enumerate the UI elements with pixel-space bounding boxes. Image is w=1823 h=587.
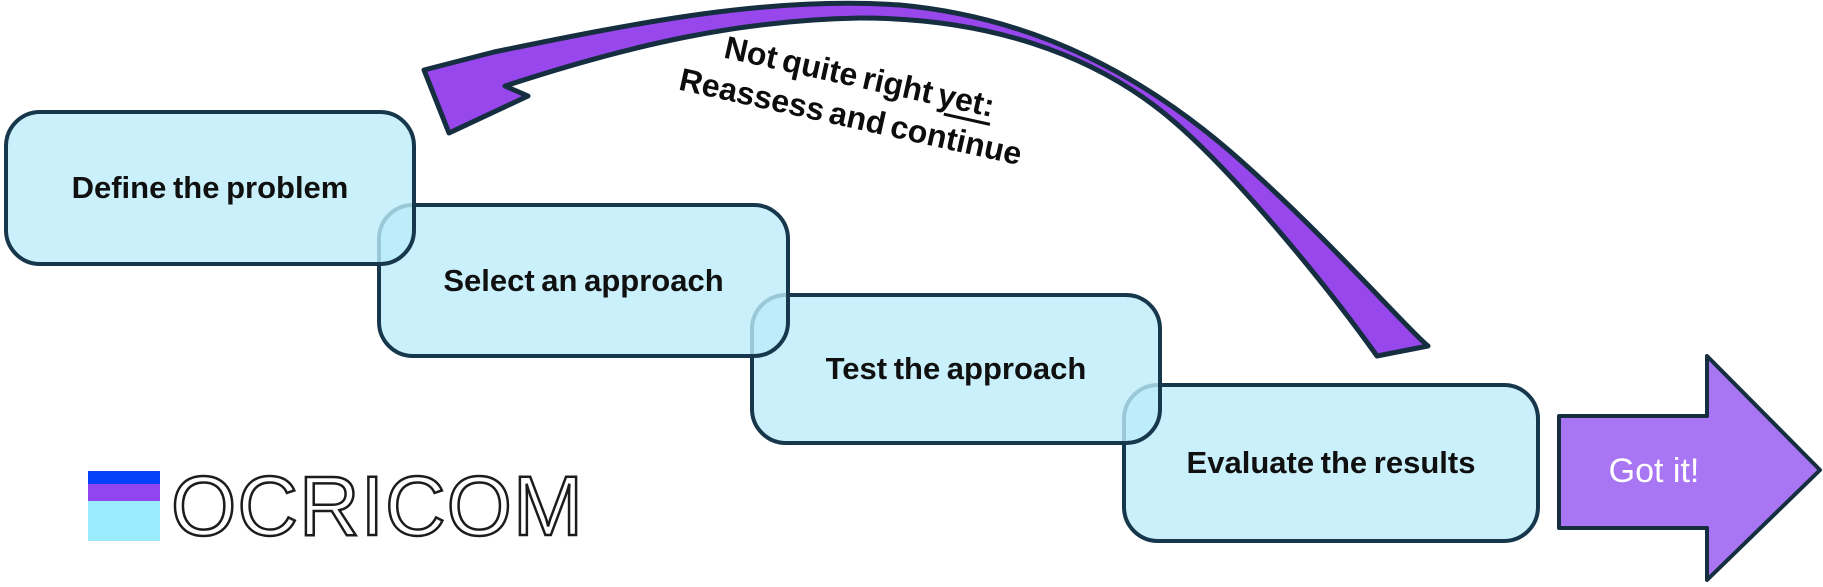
step-label: Evaluate the results bbox=[1186, 445, 1476, 480]
step-test-approach: Test the approach bbox=[750, 293, 1162, 445]
step-select-approach: Select an approach bbox=[377, 203, 790, 358]
step-label: Test the approach bbox=[825, 351, 1087, 386]
got-it-label: Got it! bbox=[1608, 452, 1700, 490]
logo-stripes-icon bbox=[88, 471, 160, 541]
ocricom-logo: OCRICOM bbox=[88, 459, 584, 553]
step-define-problem: Define the problem bbox=[4, 110, 416, 266]
logo-wordmark: OCRICOM bbox=[170, 459, 584, 553]
logo-stripe-purple bbox=[88, 484, 160, 501]
step-evaluate-results: Evaluate the results bbox=[1122, 383, 1540, 543]
logo-stripe-cyan bbox=[88, 501, 160, 541]
step-label: Select an approach bbox=[443, 262, 724, 298]
loop-arrow-shape bbox=[421, 0, 1431, 359]
got-it-arrow-shape bbox=[1557, 354, 1822, 582]
logo-stripe-blue bbox=[88, 471, 160, 484]
step-label: Define the problem bbox=[71, 170, 349, 205]
